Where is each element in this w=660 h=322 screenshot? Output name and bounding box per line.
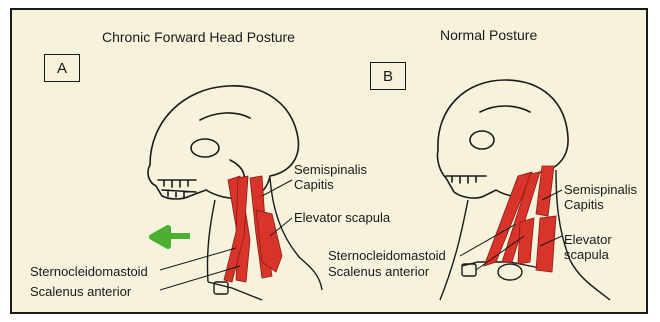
panel-a-title: Chronic Forward Head Posture [102,30,295,45]
muscles-a [224,176,282,282]
panel-a-scalenus-label: Scalenus anterior [30,284,131,299]
panel-b-letter: B [383,68,393,85]
panel-b-semispinalis-label: Semispinalis Capitis [564,182,637,212]
panel-b-scalenus-label: Scalenus anterior [328,264,429,279]
panel-a-letter-box: A [44,54,80,82]
panel-a-letter: A [57,60,67,77]
panel-a-semispinalis-label: Semispinalis Capitis [294,162,367,192]
panel-b-letter-box: B [370,62,406,90]
panel-a-elevator-label: Elevator scapula [294,210,390,225]
panel-b-scm-label: Sternocleidomastoid [328,248,446,263]
panel-b-title: Normal Posture [440,28,537,43]
skull-a [148,86,298,199]
forward-arrow [152,228,190,246]
panel-a-scm-label: Sternocleidomastoid [30,264,148,279]
panel-b-elevator-label: Elevator scapula [564,232,612,262]
